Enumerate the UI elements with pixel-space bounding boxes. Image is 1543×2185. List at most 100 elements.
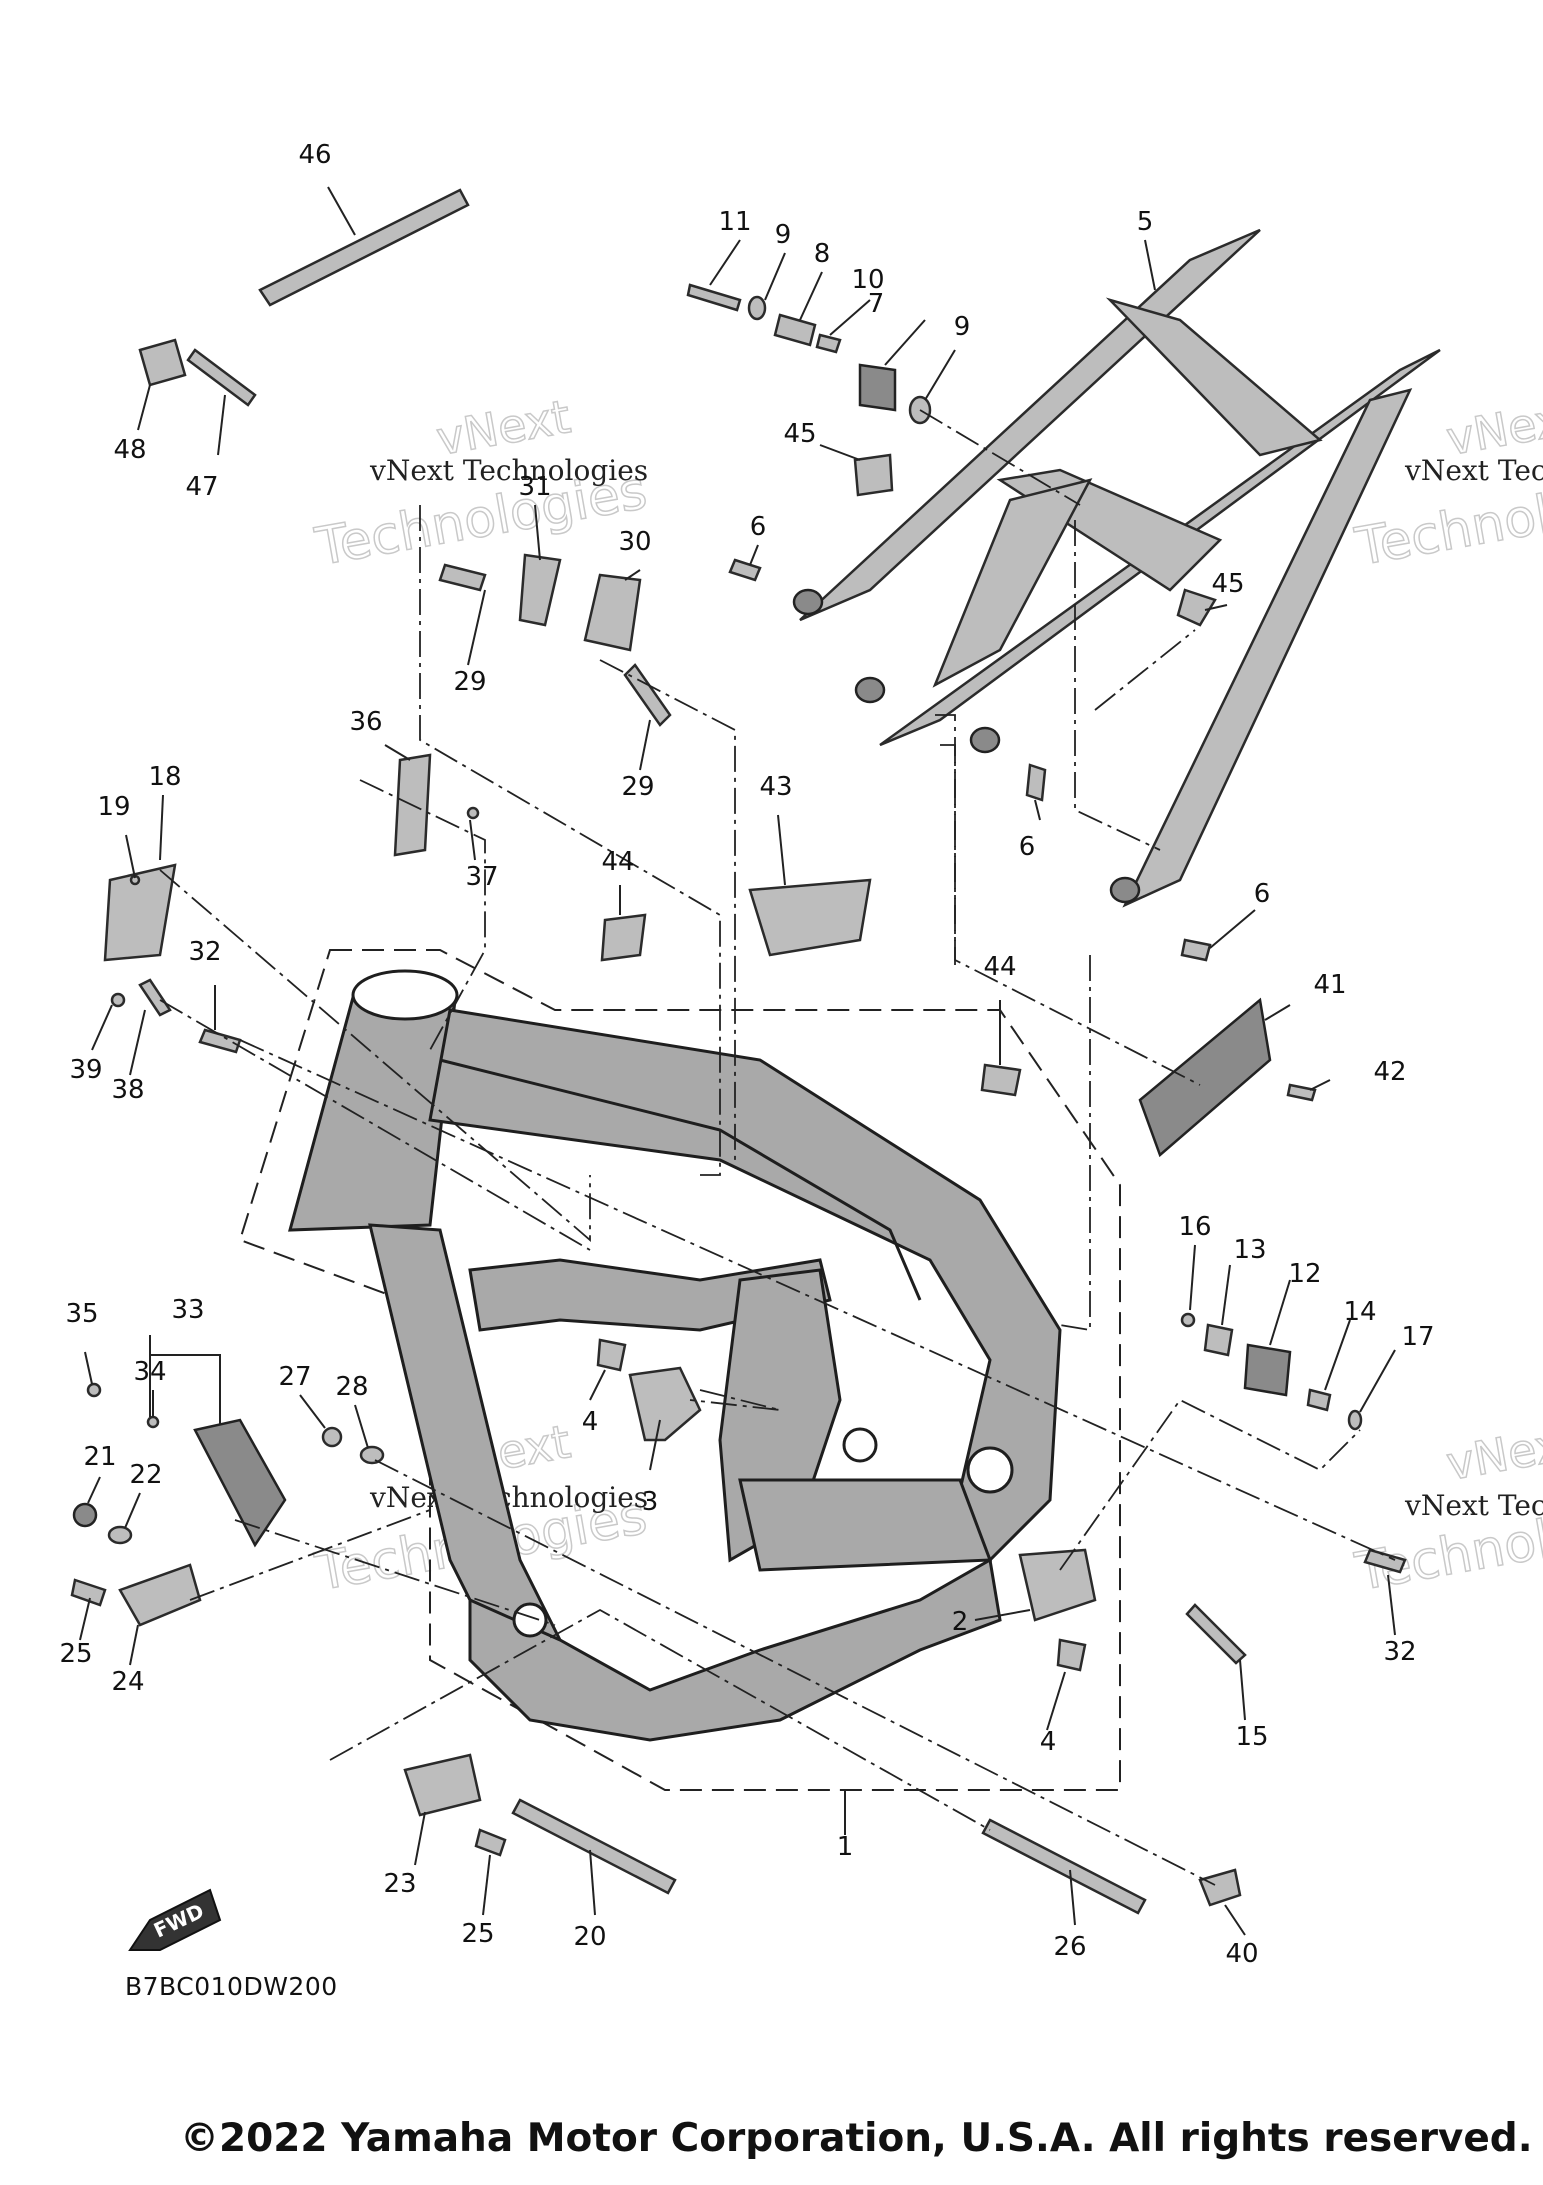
collar-13 — [1203, 1323, 1234, 1357]
callout-32b: 32 — [1383, 1637, 1416, 1667]
callout-36: 36 — [349, 707, 382, 737]
callout-32a: 32 — [188, 937, 221, 967]
callout-6c: 6 — [1254, 879, 1271, 909]
subframe-lower-rail-left — [932, 478, 1093, 688]
callout-23: 23 — [383, 1869, 416, 1899]
callout-13: 13 — [1233, 1235, 1266, 1265]
callout-29b: 29 — [621, 772, 654, 802]
callout-24: 24 — [111, 1667, 144, 1697]
callout-38: 38 — [111, 1075, 144, 1105]
plate-44 — [980, 1063, 1022, 1097]
callout-4a: 4 — [582, 1407, 599, 1437]
leader-line — [189, 1509, 431, 1601]
collar-10 — [815, 333, 842, 354]
bolt-4 — [1056, 1638, 1087, 1672]
nut-27 — [321, 1426, 343, 1448]
callout-27: 27 — [278, 1362, 311, 1392]
callout-9b: 9 — [954, 312, 971, 342]
lower-cross-member — [738, 1478, 993, 1572]
washer-17 — [1347, 1409, 1363, 1431]
bolt-29 — [438, 563, 487, 592]
bolt-42 — [1286, 1083, 1317, 1102]
callout-43: 43 — [759, 772, 792, 802]
bolt-29 — [623, 663, 672, 727]
watermark-group-right-bottom: vNext Technologies vNext Technologies — [1350, 1414, 1543, 1604]
callout-44a: 44 — [601, 847, 634, 877]
callout-labels: 1234456667899101112131415161718192021222… — [59, 140, 1434, 1969]
diagram-code: B7BC010DW200 — [125, 1972, 338, 2001]
top-rail-inner — [439, 1058, 922, 1301]
subframe-top-brace — [1105, 297, 1323, 457]
callout-28: 28 — [335, 1372, 368, 1402]
main-frame — [288, 969, 1062, 1742]
leader-line — [359, 779, 486, 1051]
frame-boundary-dashed — [238, 949, 1121, 1791]
callout-47: 47 — [185, 472, 218, 502]
callout-9a: 9 — [775, 220, 792, 250]
holder-18 — [103, 863, 177, 962]
leader-line — [599, 659, 736, 1160]
leader-line — [234, 1519, 556, 1626]
callout-18: 18 — [148, 762, 181, 792]
subframe-mount — [1109, 876, 1141, 904]
callout-4b: 4 — [1040, 1727, 1057, 1757]
callout-8: 8 — [814, 239, 831, 269]
callout-7: 7 — [868, 289, 885, 319]
watermark-line1: vNext — [1443, 1414, 1543, 1491]
callout-46: 46 — [298, 140, 331, 170]
fwd-arrow-icon: FWD — [128, 1888, 222, 1951]
nut-21 — [72, 1502, 98, 1528]
bolt-26 — [981, 1818, 1147, 1915]
bracket-2 — [1018, 1548, 1097, 1622]
washer-22 — [107, 1525, 133, 1545]
plate-44 — [600, 913, 647, 962]
washer-28 — [359, 1445, 385, 1465]
leader-line — [239, 1039, 1396, 1561]
leader-line — [919, 409, 1081, 506]
leader-line — [1074, 520, 1161, 851]
bolt-32 — [1363, 1548, 1407, 1574]
bolt-6 — [728, 558, 762, 582]
leader-line — [1059, 1398, 1361, 1571]
frame-hole — [842, 1427, 878, 1463]
screw-35 — [86, 1382, 102, 1398]
callout-25a: 25 — [59, 1639, 92, 1669]
callout-1: 1 — [837, 1832, 854, 1862]
bolt-25 — [70, 1578, 107, 1607]
callout-37: 37 — [465, 862, 498, 892]
callout-leaders — [79, 186, 1396, 1936]
pivot-hole — [966, 1446, 1014, 1494]
callout-22: 22 — [129, 1460, 162, 1490]
bracket-24 — [118, 1563, 202, 1627]
leader-lines — [159, 409, 1396, 1886]
head-tube — [288, 988, 457, 1232]
collar-48 — [138, 338, 187, 387]
bolt-32 — [198, 1028, 242, 1054]
callout-15: 15 — [1235, 1722, 1268, 1752]
callout-39: 39 — [69, 1055, 102, 1085]
guide-41 — [1138, 997, 1272, 1158]
callout-6a: 6 — [750, 512, 767, 542]
callout-10: 10 — [851, 265, 884, 295]
callout-2: 2 — [952, 1607, 969, 1637]
subframe-lower-rail-right — [1122, 388, 1413, 908]
small-parts — [70, 188, 1407, 1915]
watermark-group-top: vNext Technologies vNext Technologies — [310, 389, 652, 579]
leader-line — [1059, 955, 1091, 1332]
watermark-inline: vNext Technologies — [369, 454, 648, 487]
lower-cradle — [468, 1557, 1002, 1742]
callout-44b: 44 — [983, 952, 1016, 982]
callout-21: 21 — [83, 1442, 116, 1472]
callout-14: 14 — [1343, 1297, 1376, 1327]
bracket-23 — [403, 1753, 482, 1817]
callout-48: 48 — [113, 435, 146, 465]
watermark-inline: vNext Technologies — [1404, 1489, 1543, 1522]
subframe-mount — [854, 676, 886, 704]
callout-20: 20 — [573, 1922, 606, 1952]
clip-45 — [853, 453, 894, 497]
rear-subframe — [792, 228, 1441, 908]
callout-5: 5 — [1137, 207, 1154, 237]
leader-line — [419, 505, 721, 1176]
callout-34: 34 — [133, 1357, 166, 1387]
callout-12: 12 — [1288, 1259, 1321, 1289]
